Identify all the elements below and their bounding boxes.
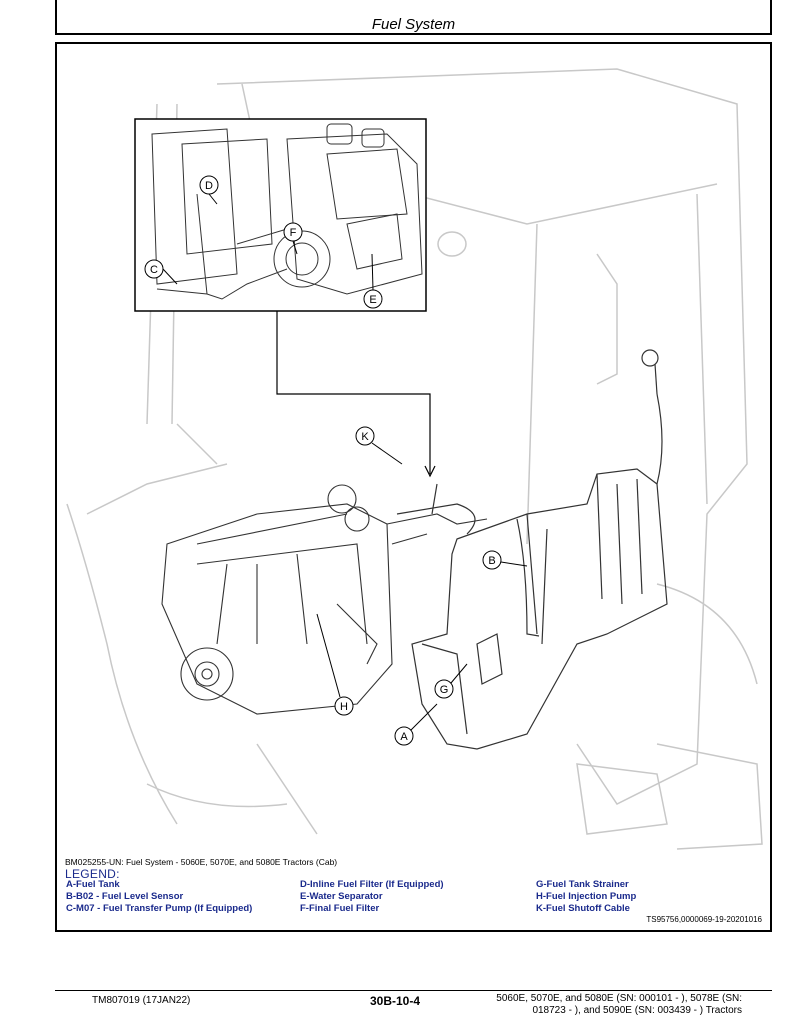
- callout-k: K: [361, 431, 369, 443]
- model-line-1: 5060E, 5070E, and 5080E (SN: 000101 - ),…: [496, 993, 742, 1004]
- legend-item-f: F-Final Fuel Filter: [300, 903, 380, 914]
- legend-item-g: G-Fuel Tank Strainer: [536, 879, 629, 890]
- legend-column-2: D-Inline Fuel Filter (If Equipped) E-Wat…: [300, 879, 444, 915]
- figure-frame: [55, 42, 772, 932]
- legend-column-1: A-Fuel Tank B-B02 - Fuel Level Sensor C-…: [66, 879, 252, 915]
- callout-a: A: [400, 731, 408, 743]
- callout-h: H: [340, 701, 348, 713]
- model-applicability: 5060E, 5070E, and 5080E (SN: 000101 - ),…: [480, 993, 742, 1017]
- figure-caption: BM025255-UN: Fuel System - 5060E, 5070E,…: [65, 857, 338, 867]
- figure-id: TS95756,0000069-19-20201016: [646, 915, 762, 924]
- legend-column-3: G-Fuel Tank Strainer H-Fuel Injection Pu…: [536, 879, 636, 915]
- legend-item-k: K-Fuel Shutoff Cable: [536, 903, 630, 914]
- callout-b: B: [488, 555, 495, 567]
- legend-item-c: C-M07 - Fuel Transfer Pump (If Equipped): [66, 903, 253, 914]
- document-id: TM807019 (17JAN22): [92, 995, 191, 1006]
- callout-c: C: [150, 264, 158, 276]
- legend-item-h: H-Fuel Injection Pump: [536, 891, 637, 902]
- fuel-system-illustration: D F C E K B G H A: [66, 68, 763, 850]
- header-box: [55, 0, 772, 35]
- legend-item-e: E-Water Separator: [300, 891, 383, 902]
- callout-e: E: [369, 294, 376, 306]
- model-line-2: 018723 - ), and 5090E (SN: 003439 - ) Tr…: [532, 1005, 742, 1016]
- callout-d: D: [205, 180, 213, 192]
- legend-item-a: A-Fuel Tank: [66, 879, 120, 890]
- footer-rule: [55, 990, 772, 991]
- legend-item-d: D-Inline Fuel Filter (If Equipped): [300, 879, 444, 890]
- legend-title: LEGEND:: [65, 867, 120, 881]
- legend-item-b: B-B02 - Fuel Level Sensor: [66, 891, 184, 902]
- page-number: 30B-10-4: [370, 994, 421, 1008]
- page-title: Fuel System: [371, 16, 456, 33]
- callout-f: F: [290, 227, 297, 239]
- callout-g: G: [440, 684, 449, 696]
